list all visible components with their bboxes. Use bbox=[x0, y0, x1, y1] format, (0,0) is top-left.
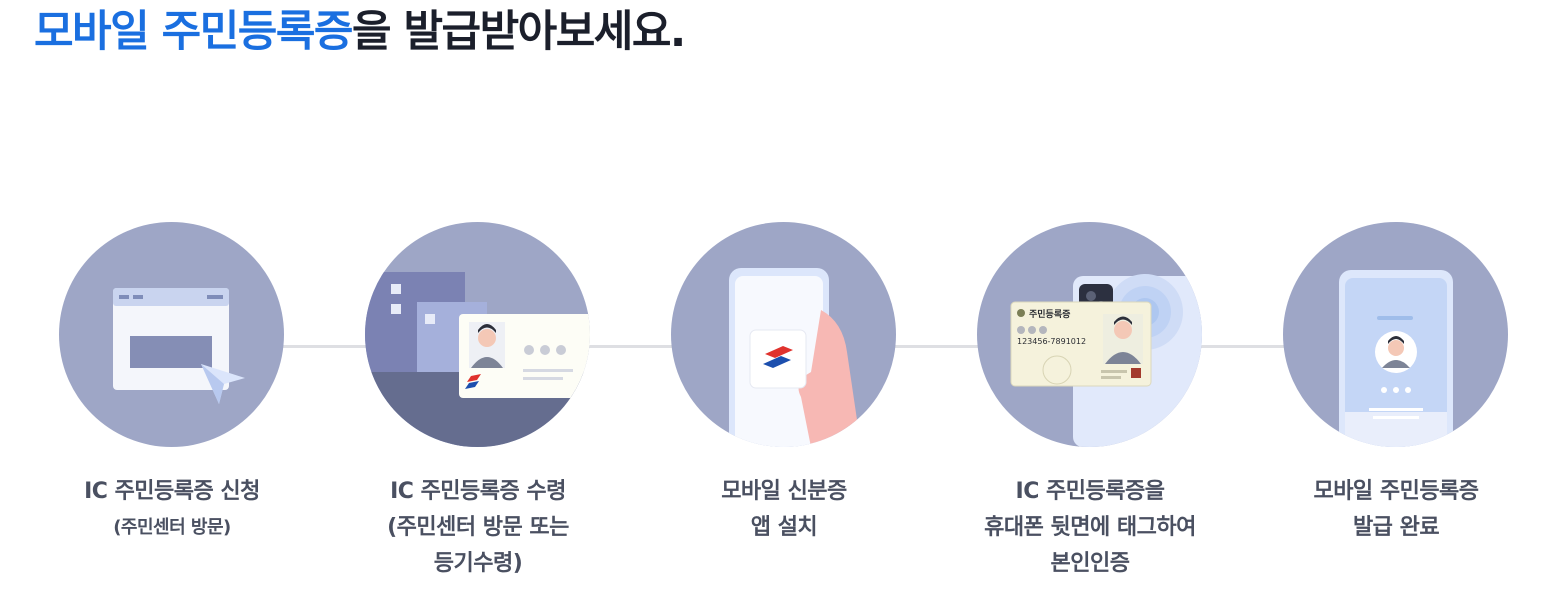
step-caption: IC 주민등록증 신청 (주민센터 방문) bbox=[22, 474, 322, 546]
card-number: 123456-7891012 bbox=[1017, 337, 1086, 346]
step-caption-line: 발급 완료 bbox=[1352, 515, 1440, 540]
step-caption-line: 등기수령) bbox=[433, 551, 523, 576]
page-title-rest: 을 발급받아보세요. bbox=[351, 7, 686, 57]
step-caption-line: IC 주민등록증을 bbox=[1015, 479, 1165, 504]
step-caption-line: (주민센터 방문 또는 bbox=[387, 515, 569, 540]
card-title: 주민등록증 bbox=[1029, 308, 1070, 320]
step-caption-line: 앱 설치 bbox=[750, 515, 818, 540]
browser-cursor-icon bbox=[59, 222, 284, 447]
phone-mobile-id-icon bbox=[1283, 222, 1508, 447]
step-caption-line: IC 주민등록증 신청 bbox=[84, 479, 260, 504]
phone-app-icon bbox=[671, 222, 896, 447]
step-caption: IC 주민등록증 수령 (주민센터 방문 또는 등기수령) bbox=[328, 474, 628, 582]
building-id-card-icon bbox=[365, 222, 590, 447]
step-caption-line: IC 주민등록증 수령 bbox=[390, 479, 566, 504]
nfc-tag-id-card-icon: 주민등록증 123456-7891012 bbox=[977, 222, 1202, 447]
step-caption: IC 주민등록증을 휴대폰 뒷면에 태그하여 본인인증 bbox=[940, 474, 1240, 582]
step-caption-sub: (주민센터 방문) bbox=[113, 517, 231, 538]
step-caption: 모바일 주민등록증 발급 완료 bbox=[1246, 474, 1546, 546]
step-caption-line: 모바일 신분증 bbox=[721, 479, 847, 504]
step-caption-line: 본인인증 bbox=[1050, 551, 1130, 576]
step-caption: 모바일 신분증 앱 설치 bbox=[634, 474, 934, 546]
page-title: 모바일 주민등록증을 발급받아보세요. bbox=[34, 4, 686, 60]
step-caption-line: 모바일 주민등록증 bbox=[1313, 479, 1479, 504]
page-title-highlight: 모바일 주민등록증 bbox=[34, 7, 353, 57]
step-caption-line: 휴대폰 뒷면에 태그하여 bbox=[984, 515, 1196, 540]
